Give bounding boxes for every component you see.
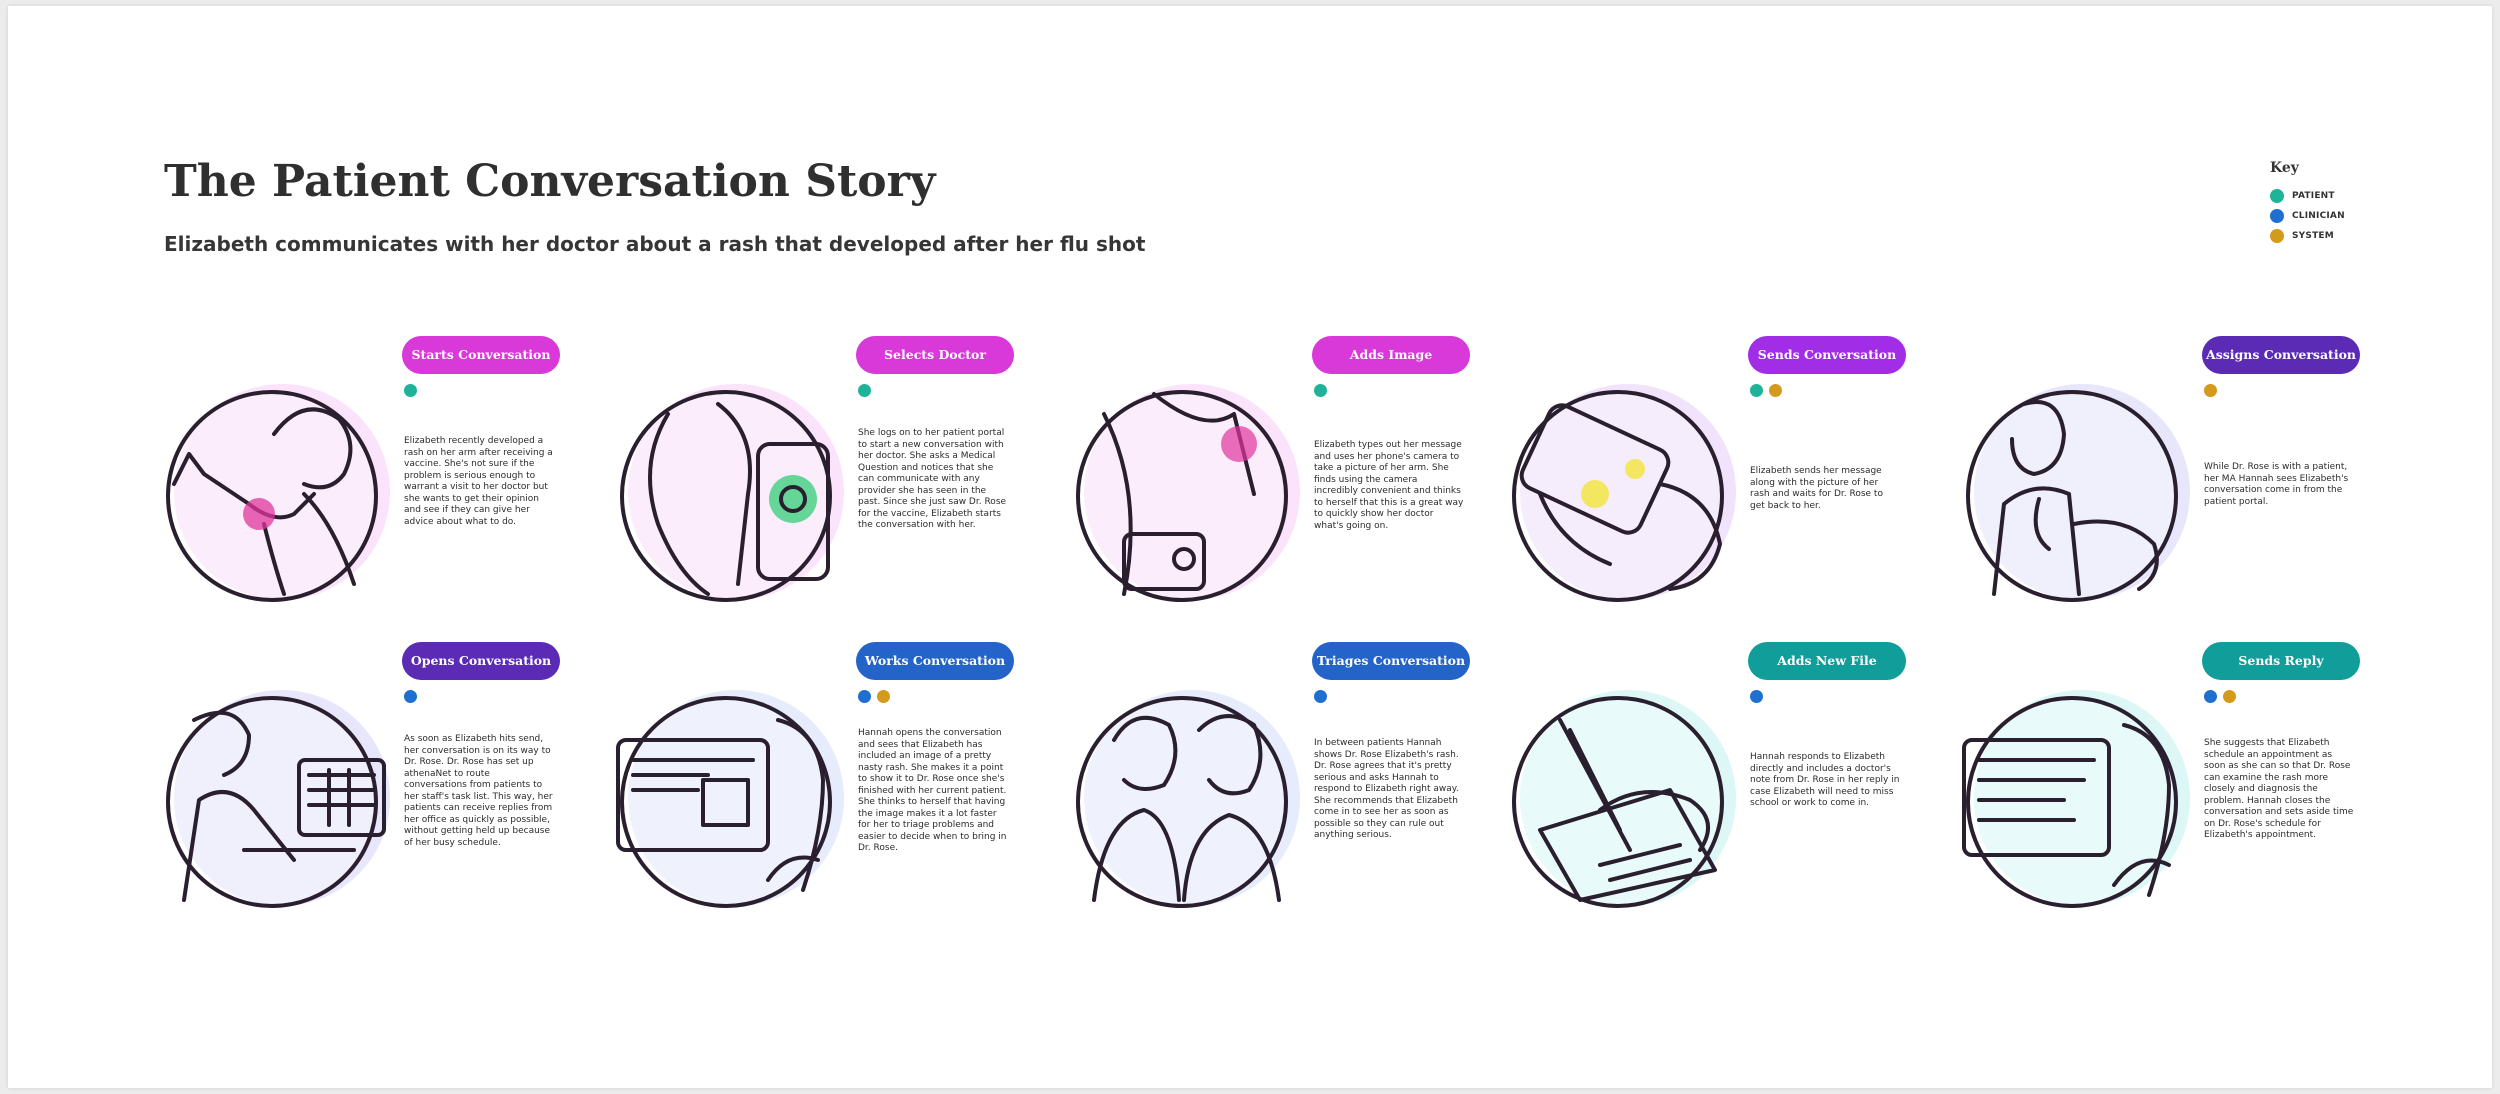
step-label-pill: Opens Conversation — [402, 642, 560, 680]
step-description: Hannah opens the conversation and sees t… — [858, 728, 1007, 853]
legend-item-system: SYSTEM — [2270, 226, 2345, 246]
step-description: In between patients Hannah shows Dr. Ros… — [1314, 738, 1459, 840]
step-label-pill: Assigns Conversation — [2202, 336, 2360, 374]
actor-dot — [858, 384, 871, 397]
actor-dots — [858, 384, 871, 397]
step-label-pill: Triages Conversation — [1312, 642, 1470, 680]
legend-label: PATIENT — [2292, 191, 2335, 201]
actor-dots — [2204, 690, 2236, 703]
writing-note-icon — [1512, 690, 1736, 908]
actor-dot — [1314, 384, 1327, 397]
actor-dots — [1750, 384, 1782, 397]
actor-dot — [1769, 384, 1782, 397]
laptop-worker-icon — [166, 690, 390, 908]
actor-dot — [404, 384, 417, 397]
step-label-pill: Sends Conversation — [1748, 336, 1906, 374]
legend-dot — [2270, 209, 2284, 223]
story-step: Triages Conversation In between patients … — [1064, 642, 1484, 912]
story-step: Opens Conversation As soon as Elizabeth h… — [154, 642, 574, 912]
step-label-pill: Works Conversation — [856, 642, 1014, 680]
actor-dot — [2204, 384, 2217, 397]
two-clinicians-icon — [1076, 690, 1300, 908]
step-description: Elizabeth recently developed a rash on h… — [404, 436, 553, 527]
monitor-reply-icon — [1962, 690, 2190, 908]
step-description: As soon as Elizabeth hits send, her conv… — [404, 734, 553, 848]
phone-send-icon — [1512, 384, 1736, 602]
actor-dot — [877, 690, 890, 703]
phone-doctor-icon — [620, 384, 844, 602]
actor-dot — [2223, 690, 2236, 703]
legend-title: Key — [2270, 160, 2299, 176]
step-label-pill: Starts Conversation — [402, 336, 560, 374]
legend-dot — [2270, 229, 2284, 243]
legend-item-clinician: CLINICIAN — [2270, 206, 2345, 226]
legend-dot — [2270, 189, 2284, 203]
actor-dot — [1750, 384, 1763, 397]
actor-dot — [1314, 690, 1327, 703]
legend-label: CLINICIAN — [2292, 211, 2345, 221]
step-description: Elizabeth types out her message and uses… — [1314, 440, 1464, 531]
page-subtitle: Elizabeth communicates with her doctor a… — [164, 232, 1146, 256]
legend: Key PATIENT CLINICIAN SYSTEM — [2270, 160, 2345, 246]
actor-dots — [858, 690, 890, 703]
actor-dots — [1314, 690, 1327, 703]
step-description: She suggests that Elizabeth schedule an … — [2204, 738, 2354, 840]
monitor-review-icon — [616, 690, 844, 908]
actor-dots — [1750, 690, 1763, 703]
step-label-pill: Adds New File — [1748, 642, 1906, 680]
legend-label: SYSTEM — [2292, 231, 2334, 241]
actor-dots — [1314, 384, 1327, 397]
step-label-pill: Selects Doctor — [856, 336, 1014, 374]
step-description: Elizabeth sends her message along with t… — [1750, 466, 1883, 511]
legend-items: PATIENT CLINICIAN SYSTEM — [2270, 186, 2345, 246]
actor-dot — [858, 690, 871, 703]
camera-rash-icon — [1076, 384, 1300, 602]
page-title: The Patient Conversation Story — [164, 156, 936, 207]
step-description: She logs on to her patient portal to sta… — [858, 428, 1007, 530]
actor-dots — [404, 690, 417, 703]
story-board: The Patient Conversation Story Elizabeth… — [8, 6, 2492, 1088]
arm-rash-icon — [166, 384, 390, 602]
actor-dot — [1750, 690, 1763, 703]
doctor-exam-icon — [1966, 384, 2190, 602]
legend-item-patient: PATIENT — [2270, 186, 2345, 206]
step-label-pill: Sends Reply — [2202, 642, 2360, 680]
actor-dot — [2204, 690, 2217, 703]
step-description: Hannah responds to Elizabeth directly an… — [1750, 752, 1900, 808]
actor-dots — [404, 384, 417, 397]
step-label-pill: Adds Image — [1312, 336, 1470, 374]
actor-dots — [2204, 384, 2217, 397]
step-description: While Dr. Rose is with a patient, her MA… — [2204, 462, 2349, 507]
actor-dot — [404, 690, 417, 703]
